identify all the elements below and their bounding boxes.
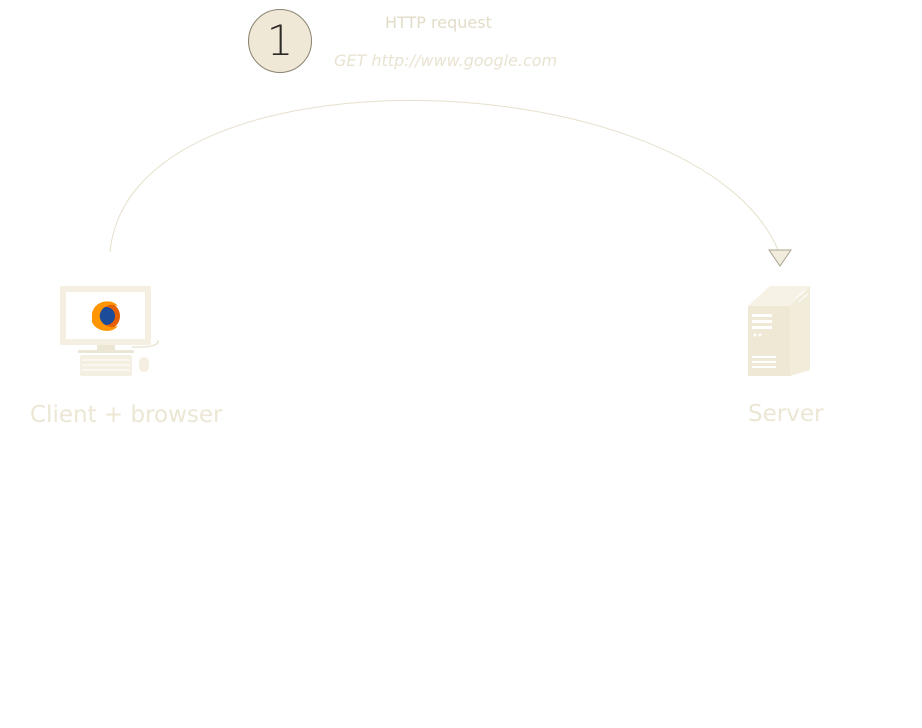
request-arc xyxy=(109,100,780,253)
request-line: GET http://www.google.com xyxy=(334,51,558,70)
server-label: Server xyxy=(748,401,824,427)
step-number-badge: 1 xyxy=(248,9,312,73)
request-title: HTTP request xyxy=(385,13,492,32)
server-tower-icon xyxy=(748,286,810,376)
firefox-icon xyxy=(92,301,120,331)
computer-with-browser-icon xyxy=(60,286,159,376)
arrowhead-icon xyxy=(768,249,792,267)
client-label: Client + browser xyxy=(30,402,223,428)
